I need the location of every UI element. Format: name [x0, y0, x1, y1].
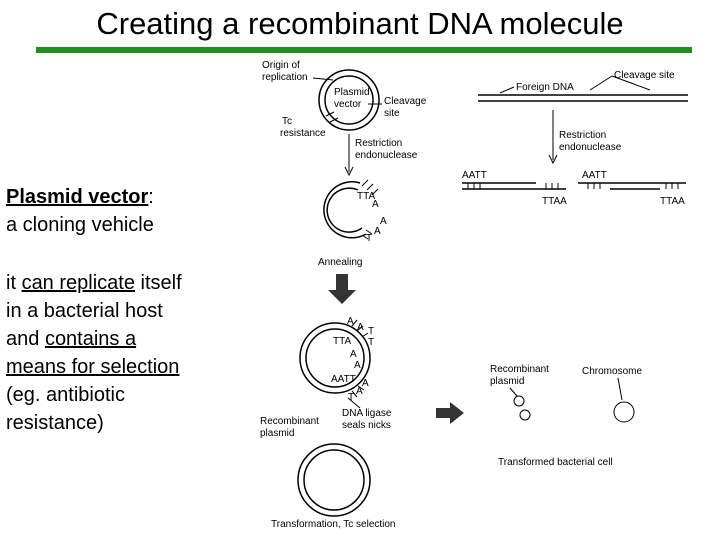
- line1-prefix: it: [6, 272, 22, 294]
- label-restriction-1: Restriction: [355, 138, 402, 149]
- label-rec-a6: A: [356, 386, 363, 397]
- arrow-vector-down-head: [344, 166, 354, 177]
- final-plasmid-inner: [303, 449, 365, 511]
- label-recombinant-plasmid-left-2: plasmid: [260, 428, 294, 439]
- line3-prefix: and: [6, 328, 45, 350]
- label-cut-a2: A: [380, 216, 387, 227]
- cut-plasmid-inner: [326, 187, 363, 233]
- label-transformation: Transformation, Tc selection: [271, 519, 396, 530]
- label-annealing: Annealing: [318, 257, 362, 268]
- ligase-pointer: [347, 397, 361, 409]
- label-plasmid-2: vector: [334, 99, 362, 110]
- plasmid-term: Plasmid vector: [6, 186, 149, 208]
- label-aatt-right: AATT: [582, 170, 607, 181]
- property-line-3: and contains a: [6, 325, 182, 353]
- label-foreign-dna: Foreign DNA: [516, 82, 574, 93]
- property-line-1: it can replicate itself: [6, 269, 182, 297]
- line1-suffix: itself: [134, 272, 182, 294]
- property-line-2: in a bacterial host: [6, 300, 163, 322]
- label-rec-tta: TTA: [333, 336, 351, 347]
- property-line-5: (eg. antibiotic: [6, 384, 125, 406]
- plasmid-desc: a cloning vehicle: [6, 214, 154, 236]
- line3-underlined: contains a: [44, 328, 137, 350]
- label-rec-a2: A: [357, 322, 364, 333]
- arrow-foreign-down-head: [548, 154, 558, 165]
- label-rec-aatt: AATT: [331, 374, 356, 385]
- label-cleavage-1: Cleavage: [384, 96, 427, 107]
- label-cleavage-site: Cleavage site: [614, 70, 675, 81]
- label-rec-a3: A: [350, 349, 357, 360]
- label-restriction-right-1: Restriction: [559, 130, 606, 141]
- label-chromosome: Chromosome: [582, 366, 642, 377]
- label-restriction-right-2: endonuclease: [559, 142, 622, 153]
- label-tc-2: resistance: [280, 128, 326, 139]
- label-restriction-2: endonuclease: [355, 150, 418, 161]
- label-cut-a3: A: [374, 226, 381, 237]
- tc-marker: [325, 111, 339, 123]
- label-rec-t2: T: [368, 337, 374, 348]
- plasmid-properties: it can replicate itself in a bacterial h…: [6, 269, 182, 437]
- label-transformed-cell: Transformed bacterial cell: [498, 457, 613, 468]
- plasmid-definition: Plasmid vector: a cloning vehicle: [6, 183, 154, 239]
- plasmid-vector-outer: [318, 69, 380, 131]
- property-line-4: means for selection: [6, 353, 182, 381]
- recombinant-pointer: [509, 387, 518, 397]
- recombinant-inner: [305, 328, 365, 388]
- transform-arrow: [436, 402, 464, 424]
- final-plasmid-outer: [297, 443, 371, 517]
- recombinant-plasmid-small-1: [513, 395, 525, 407]
- chromosome-circle: [613, 401, 635, 423]
- label-plasmid-1: Plasmid: [334, 87, 370, 98]
- label-cut-a1: A: [372, 199, 379, 210]
- title-underline: [36, 47, 692, 53]
- property-line-6: resistance): [6, 412, 104, 434]
- label-rec-a1: A: [347, 316, 354, 327]
- label-rec-a4: A: [354, 360, 361, 371]
- recombinant-ticks: [351, 319, 369, 398]
- recombinant-outer: [299, 322, 371, 394]
- foreign-dna-pointer: [499, 86, 515, 94]
- cut-plasmid-ticks: [361, 179, 379, 240]
- label-dna-ligase-1: DNA ligase: [342, 408, 392, 419]
- label-recombinant-plasmid-right-1: Recombinant: [490, 364, 549, 375]
- plasmid-heading: Plasmid vector:: [6, 183, 154, 211]
- chromosome-pointer: [617, 377, 623, 401]
- label-tc-1: Tc: [282, 116, 292, 127]
- heading-colon: :: [148, 186, 154, 208]
- label-origin-1: Origin of: [262, 60, 300, 71]
- label-rec-t1: T: [368, 326, 374, 337]
- label-rec-t3: T: [348, 392, 354, 403]
- line1-underlined: can replicate: [21, 272, 135, 294]
- label-cut-t1: T: [366, 233, 372, 244]
- fragment-ticks: [467, 183, 679, 189]
- recombinant-plasmid-small-2: [519, 409, 531, 421]
- label-ttaa-left: TTAA: [542, 196, 567, 207]
- label-origin-2: replication: [262, 72, 308, 83]
- label-cleavage-2: site: [384, 108, 400, 119]
- cut-plasmid-outer: [323, 181, 367, 239]
- label-recombinant-plasmid-right-2: plasmid: [490, 376, 524, 387]
- cleavage-site-pointer-b: [611, 75, 651, 91]
- annealing-arrow: [328, 274, 356, 304]
- origin-pointer: [312, 77, 334, 81]
- label-cut-tta: TTA: [357, 191, 375, 202]
- label-recombinant-plasmid-left-1: Recombinant: [260, 416, 319, 427]
- cleavage-site-pointer-a: [589, 75, 613, 91]
- page-title: Creating a recombinant DNA molecule: [96, 6, 624, 41]
- label-rec-a5: A: [362, 378, 369, 389]
- label-aatt-left: AATT: [462, 170, 487, 181]
- plasmid-vector-inner: [324, 75, 374, 125]
- line4-underlined: means for selection: [6, 356, 180, 378]
- label-ttaa-right: TTAA: [660, 196, 685, 207]
- label-dna-ligase-2: seals nicks: [342, 420, 391, 431]
